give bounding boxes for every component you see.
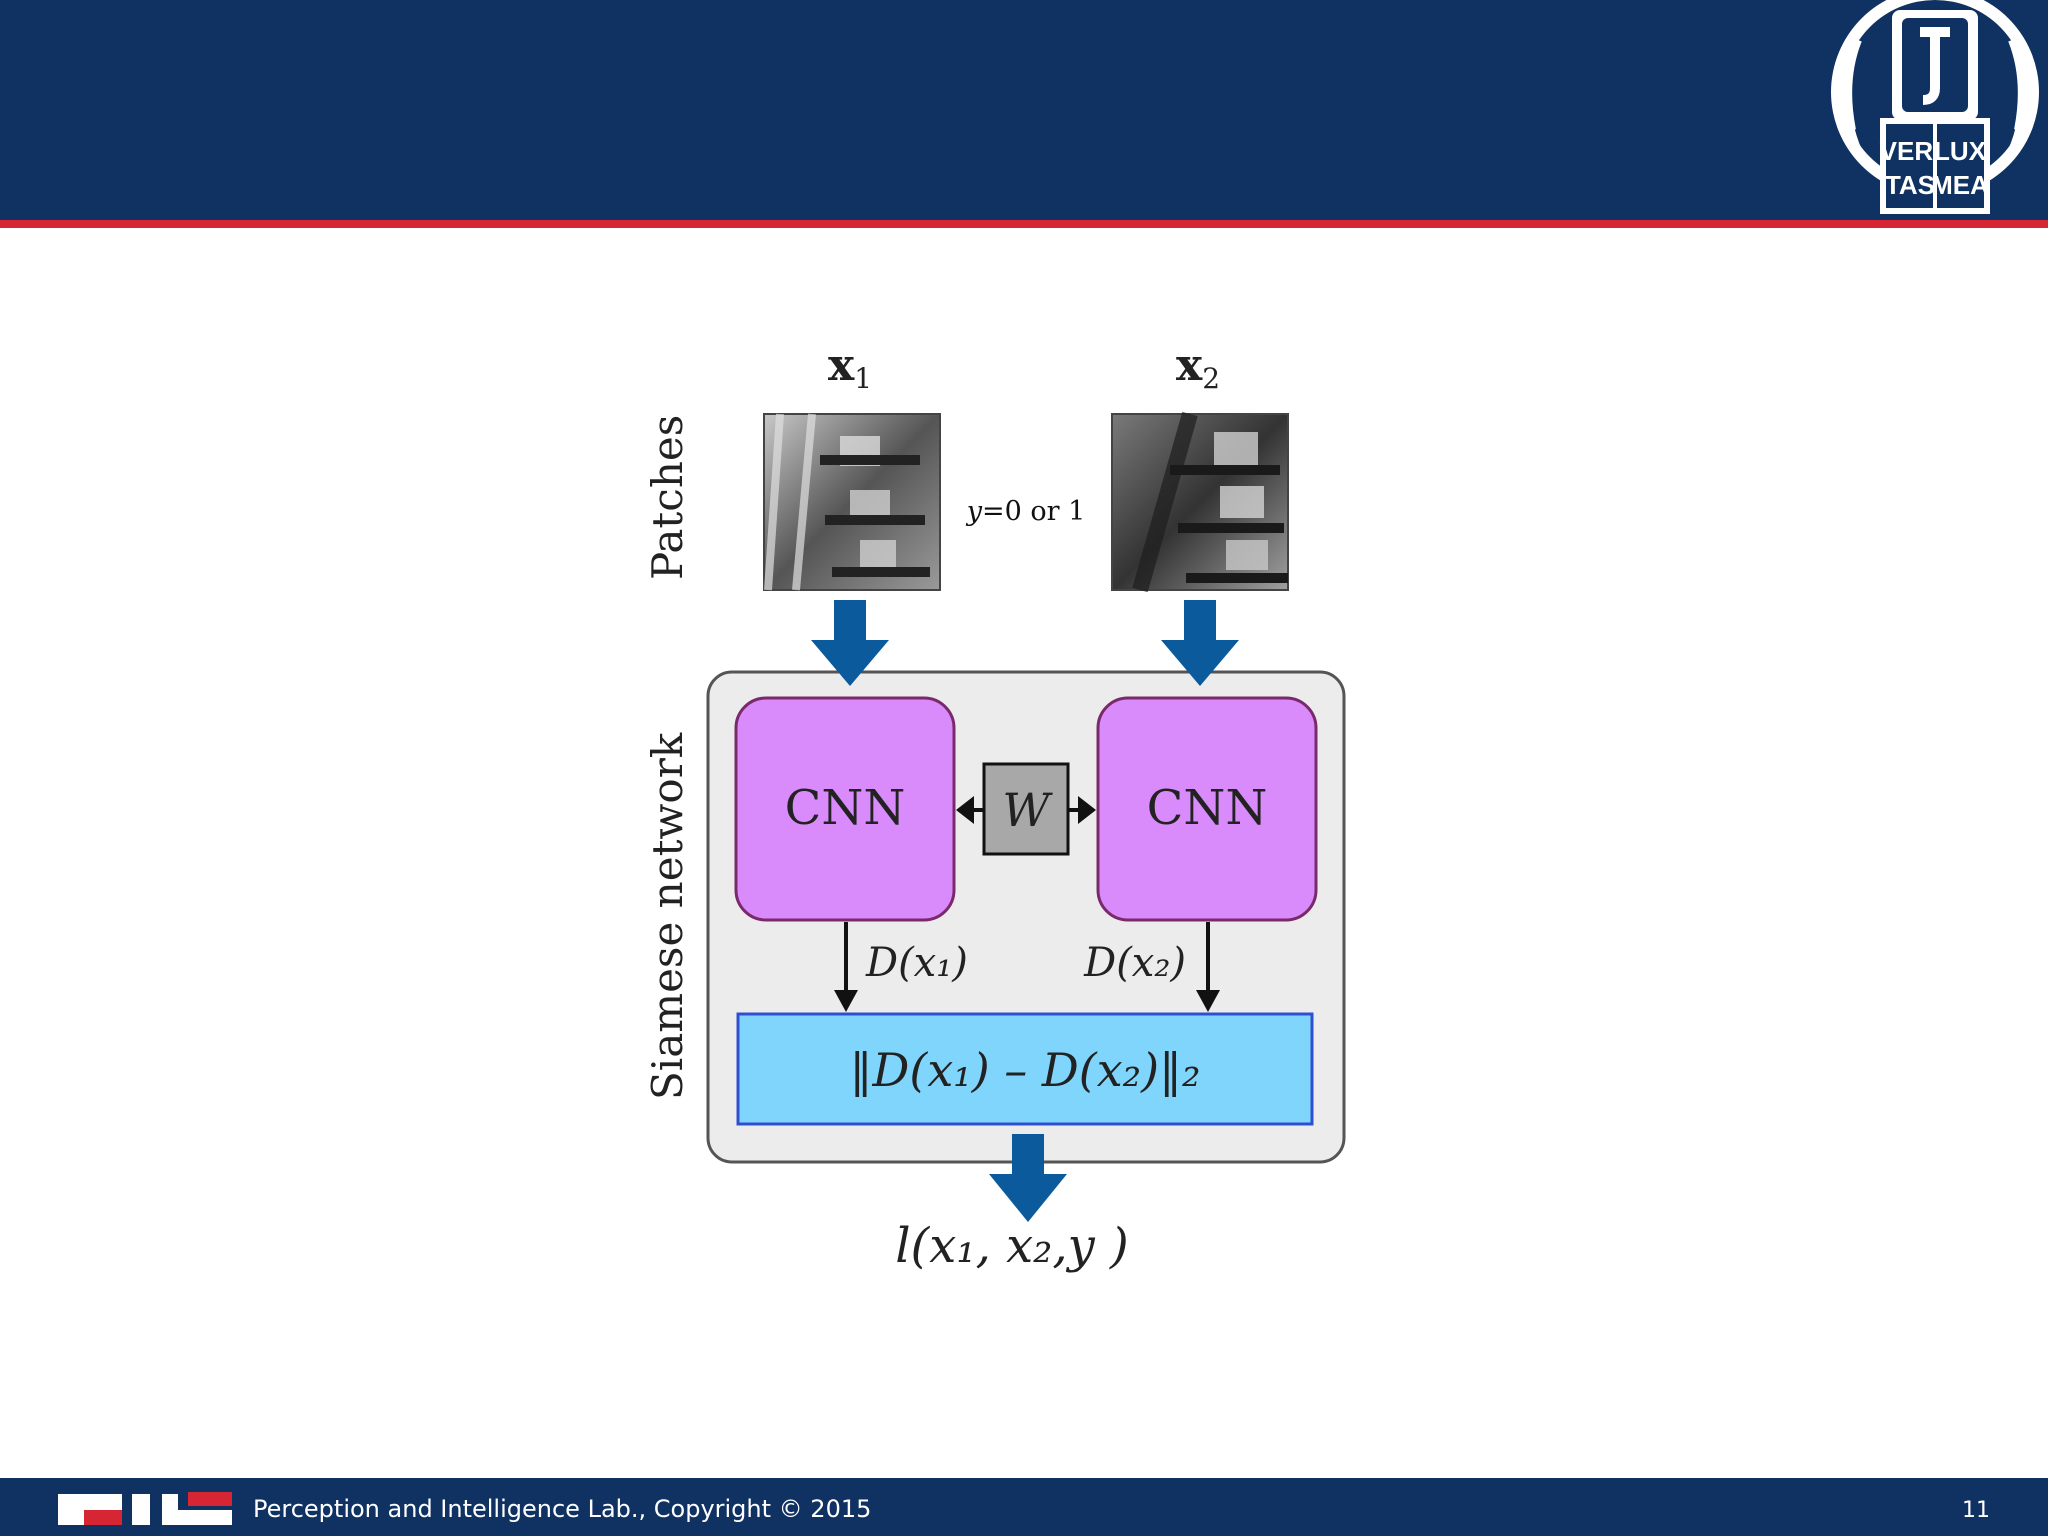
output-arrow [989, 1134, 1067, 1222]
distance-block [736, 1012, 1314, 1126]
cnn-block-left-label: CNN [785, 780, 906, 836]
university-seal-logo: VERI LUX TAS MEA [1831, 0, 2039, 214]
seal-text-veri: VERI [1880, 136, 1941, 166]
footer-band [0, 1478, 2048, 1536]
patch2-image [1111, 411, 1289, 593]
seal-text-lux: LUX [1934, 136, 1987, 166]
loss-function-label: l(x₁, x₂,y ) [895, 1218, 1129, 1274]
cnn-block-left [734, 696, 956, 922]
descriptor-arrow-left-icon [834, 990, 858, 1012]
siamese-network-diagram: Patches Siamese network x1 x2 y=0 or 1 C… [643, 340, 1346, 1274]
weight-arrow-left-icon [956, 796, 974, 824]
descriptor-arrow-right-icon [1196, 990, 1220, 1012]
descriptor-left-label: D(x₁) [865, 940, 968, 986]
header-accent-line [0, 220, 2048, 228]
footer-copyright: Perception and Intelligence Lab., Copyri… [253, 1495, 872, 1523]
seal-text-tas: TAS [1885, 170, 1935, 200]
cnn-block-right [1096, 696, 1318, 922]
pil-lab-logo [58, 1492, 232, 1525]
input-arrow-left [811, 600, 889, 686]
shared-weight-label: W [1002, 783, 1053, 837]
cnn-block-right-label: CNN [1147, 780, 1268, 836]
patch1-label: x1 [828, 340, 872, 395]
shared-weight-box [982, 762, 1070, 856]
siamese-network-side-label: Siamese network [643, 732, 692, 1100]
patch1-image [763, 413, 941, 591]
patches-side-label: Patches [643, 415, 692, 580]
patch2-label: x2 [1176, 340, 1220, 395]
page-number: 11 [1962, 1498, 1990, 1523]
input-arrow-right [1161, 600, 1239, 686]
label-y-value: y=0 or 1 [966, 496, 1086, 527]
weight-arrow-right-icon [1078, 796, 1096, 824]
header-band [0, 0, 2048, 220]
descriptor-right-label: D(x₂) [1083, 940, 1186, 986]
distance-formula: ‖D(x₁) – D(x₂)‖₂ [850, 1043, 1201, 1097]
seal-text-mea: MEA [1931, 170, 1989, 200]
